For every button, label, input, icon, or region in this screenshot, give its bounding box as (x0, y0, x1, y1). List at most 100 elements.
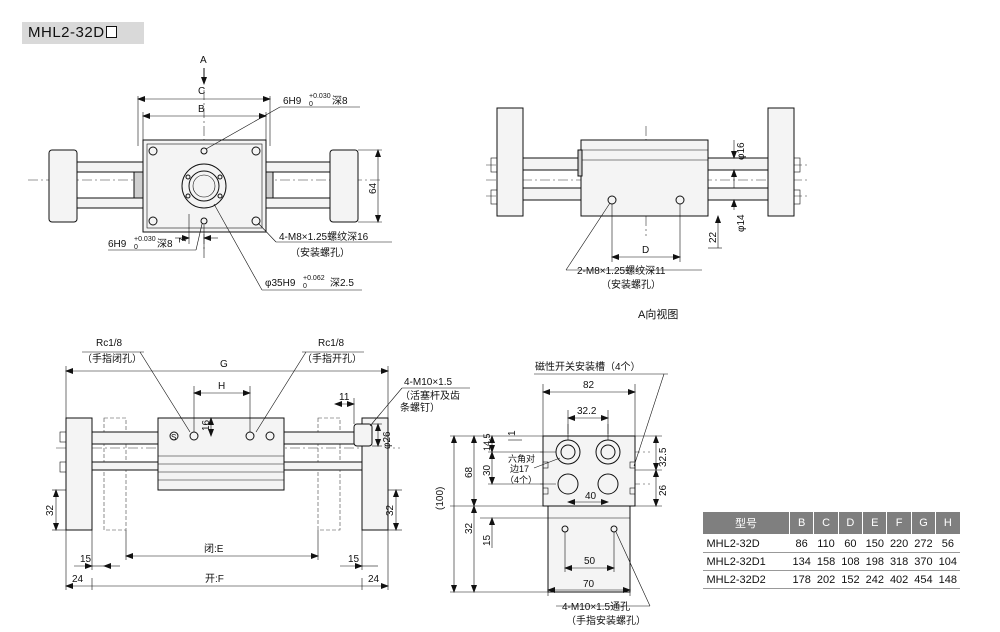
thread-label: 2-M8×1.25螺纹深11 (577, 264, 666, 277)
port-open-label: Rc1/8 (318, 338, 345, 349)
table-cell: 110 (813, 534, 839, 553)
col-header: H (935, 511, 961, 535)
table-cell: 56 (935, 534, 961, 553)
a-direction-view: φ16 φ14 22 D 2-M8×1.25螺纹深11 （安装螺孔） A向视图 (486, 107, 808, 321)
dim-7-label: 7 (178, 237, 189, 243)
table-cell: 150 (862, 534, 887, 553)
dim-32-2: 32.2 (577, 406, 597, 417)
table-cell: 220 (886, 534, 912, 553)
hex-label-3: （4个） (505, 475, 537, 485)
table-cell: 370 (911, 552, 936, 571)
dim-g: G (220, 359, 228, 370)
hex-label-1: 六角对 (508, 453, 535, 464)
port-close-label: Rc1/8 (96, 338, 123, 349)
dim-32: 32 (464, 522, 475, 534)
dim-68: 68 (464, 466, 475, 478)
hex-label-2: 边17 (510, 464, 529, 474)
table-cell: 86 (789, 534, 814, 553)
thread-note: （安装螺孔） (601, 278, 661, 291)
port-open-note: （手指开孔） (302, 352, 362, 365)
dim-22: 22 (708, 231, 719, 243)
col-header: F (886, 511, 912, 535)
dim-70: 70 (583, 579, 595, 590)
dim-1: 1 (507, 430, 518, 436)
dim-32-right: 32 (385, 504, 396, 516)
bore-depth: 深2.5 (330, 277, 354, 289)
dim-b-label: B (198, 104, 205, 115)
side-view: S Rc1/8 （手指闭孔） Rc1/8 （手指开孔） G H 16 11 (45, 338, 470, 590)
dim-16: 16 (201, 419, 212, 431)
table-cell: 272 (911, 534, 936, 553)
thread-note-1: （活塞杆及齿 (400, 389, 460, 402)
table-cell: 198 (862, 552, 887, 571)
dim-24-right: 24 (368, 574, 380, 585)
thread-label: 4-M10×1.5通孔 (562, 601, 630, 613)
table-cell: 318 (886, 552, 912, 571)
port-close-note: （手指闭孔） (82, 352, 142, 365)
hole-top-base: 6H9 (283, 96, 302, 107)
table-cell: 202 (813, 570, 839, 589)
hole-bottom-tol-up: +0.030 (134, 236, 156, 243)
col-header: B (788, 511, 815, 535)
thread-label: 4-M10×1.5 (404, 377, 453, 388)
dim-64-label: 64 (368, 182, 379, 194)
hole-bottom-depth: 深8 (157, 238, 173, 250)
dim-82: 82 (583, 380, 595, 391)
hole-top-depth: 深8 (332, 95, 348, 107)
dim-40: 40 (585, 491, 597, 502)
table-cell: 402 (886, 570, 912, 589)
dim-30: 30 (482, 464, 493, 476)
table-cell: MHL2-32D1 (702, 552, 790, 571)
table-cell: MHL2-32D (702, 534, 790, 553)
dim-26: 26 (658, 484, 669, 496)
table-cell: MHL2-32D2 (702, 570, 790, 589)
hole-bottom-base: 6H9 (108, 239, 127, 250)
col-header: G (910, 511, 937, 535)
table-cell: 152 (838, 570, 863, 589)
table-cell: 104 (935, 552, 961, 571)
table-cell: 178 (789, 570, 814, 589)
dim-15-left: 15 (80, 554, 92, 565)
dim-closed: 闭:E (204, 542, 224, 555)
dim-phi14: φ14 (736, 214, 747, 232)
table-cell: 454 (911, 570, 936, 589)
top-view: A C B 6H9 +0.030 0 深8 64 7 6H9 +0.030 0 (28, 55, 392, 291)
dim-15-right: 15 (348, 554, 360, 565)
variant-box-icon (105, 26, 117, 38)
switch-slot-label: 磁性开关安装槽（4个） (535, 360, 641, 373)
dim-phi26: φ26 (382, 431, 393, 449)
table-cell: 108 (838, 552, 863, 571)
dim-32-left: 32 (45, 504, 56, 516)
col-header: D (837, 511, 864, 535)
dim-11: 11 (339, 392, 350, 403)
model-title-text: MHL2-32D (28, 24, 105, 41)
thread-note: （手指安装螺孔） (566, 614, 646, 627)
dim-c-label: C (198, 86, 205, 97)
table-cell: 148 (935, 570, 961, 589)
table-cell: 158 (813, 552, 839, 571)
table-cell: 242 (862, 570, 887, 589)
spec-table-header: 型号 B C D E F G H (702, 511, 961, 535)
view-arrow-label: A (200, 55, 207, 66)
dim-h: H (218, 381, 225, 392)
thread-note-2: 条螺钉） (400, 401, 440, 414)
spec-table: 型号 B C D E F G H MHL2-32D 86 110 60 150 … (702, 511, 961, 589)
col-header: C (813, 511, 839, 535)
dim-d: D (642, 245, 649, 256)
symbol-s-left: S (171, 433, 176, 442)
dim-open: 开:F (205, 574, 224, 585)
dim-100: (100) (435, 487, 446, 510)
dim-50: 50 (584, 556, 596, 567)
thread-mount-label: 4-M8×1.25螺纹深16 (279, 230, 369, 243)
bore-base: φ35H9 (265, 278, 296, 289)
hole-bottom-tol-dn: 0 (134, 244, 138, 251)
thread-mount-note: （安装螺孔） (290, 246, 350, 259)
model-title: MHL2-32D (22, 22, 144, 44)
dim-14-5: 14.5 (482, 433, 492, 451)
end-view: 磁性开关安装槽（4个） 82 32.2 1 14.5 30 68 (100) 3… (435, 360, 669, 627)
bore-tol-up: +0.062 (303, 275, 325, 282)
hole-top-tol-up: +0.030 (309, 93, 331, 100)
table-cell: 134 (789, 552, 814, 571)
dim-15: 15 (482, 534, 493, 546)
